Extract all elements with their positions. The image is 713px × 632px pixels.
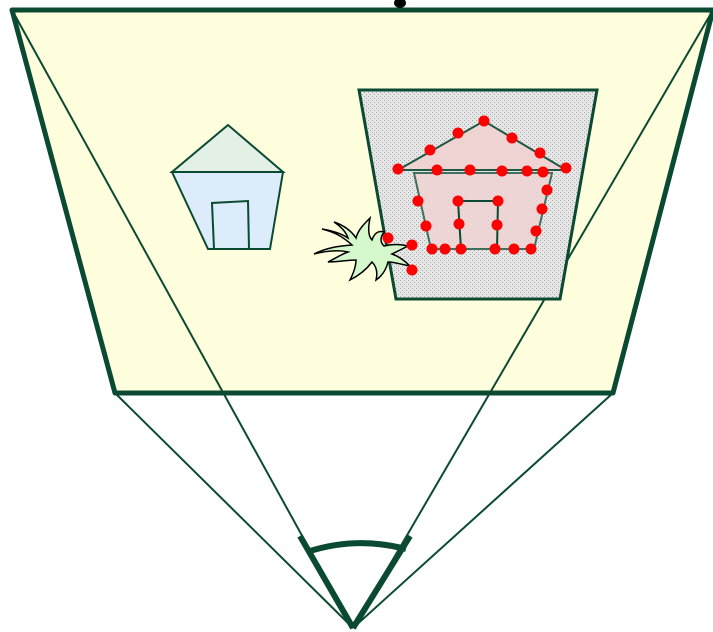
feature-point [542, 185, 553, 196]
feature-point [531, 226, 542, 237]
feature-point [526, 244, 537, 255]
fov-arc [307, 543, 406, 552]
feature-point [425, 145, 436, 156]
feature-point [507, 133, 518, 144]
viewer-eye-icon [300, 536, 410, 628]
feature-point [537, 204, 548, 215]
feature-point [432, 165, 443, 176]
feature-point [453, 128, 464, 139]
feature-point [383, 233, 394, 244]
feature-point [493, 196, 504, 207]
feature-point [407, 265, 418, 276]
feature-point [453, 196, 464, 207]
feature-point [465, 165, 476, 176]
feature-point [509, 244, 520, 255]
feature-point [538, 167, 549, 178]
sight-line-left-bottom [115, 393, 353, 628]
top-marker [394, 0, 406, 8]
sight-line-right-bottom [353, 393, 613, 628]
feature-point [454, 219, 465, 230]
feature-point [561, 163, 572, 174]
feature-point [456, 244, 467, 255]
feature-point [497, 166, 508, 177]
feature-point [421, 221, 432, 232]
feature-point [407, 240, 418, 251]
feature-point [413, 196, 424, 207]
feature-point [440, 244, 451, 255]
fov-edge-right [353, 536, 410, 628]
feature-point [522, 166, 533, 177]
feature-point [427, 244, 438, 255]
feature-point [393, 164, 404, 175]
traced-house-wall [414, 173, 552, 249]
feature-point [490, 244, 501, 255]
feature-point [535, 148, 546, 159]
feature-point [479, 116, 490, 127]
feature-point [492, 220, 503, 231]
